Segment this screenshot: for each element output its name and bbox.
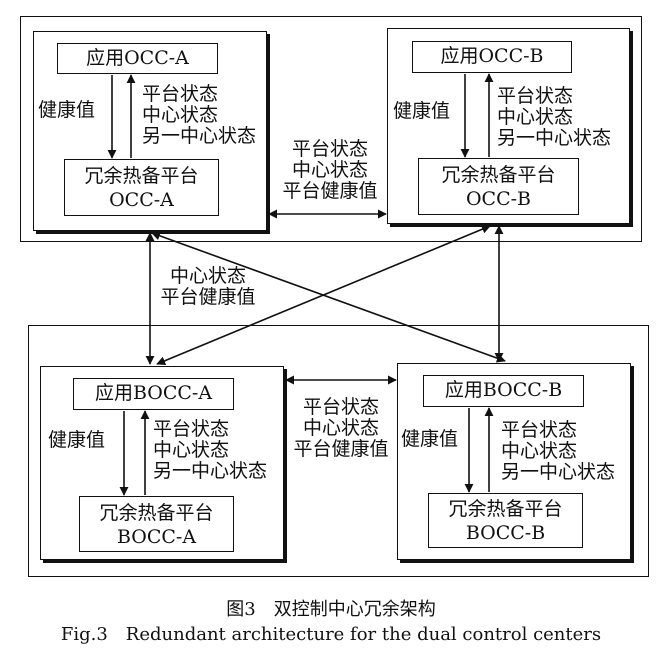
app-label-occ-b: 应用OCC-B [440,45,544,67]
bottom-link-labels: 平台状态 中心状态 平台健康值 [284,397,398,460]
status-labels-bocc-b: 平台状态 中心状态 另一中心状态 [501,420,615,483]
link-label: 平台状态 [302,396,379,418]
top-link-labels: 平台状态 中心状态 平台健康值 [273,139,387,202]
status-label: 另一中心状态 [142,125,257,147]
app-box-bocc-a: 应用BOCC-A [73,378,234,410]
status-labels-occ-a: 平台状态 中心状态 另一中心状态 [142,84,256,147]
app-box-occ-a: 应用OCC-A [57,43,218,74]
health-label-occ-a: 健康值 [38,99,96,121]
link-occ-a-bocc-b [151,231,506,363]
platform-label-occ-b-line2: OCC-B [465,188,532,210]
health-label-bocc-b: 健康值 [401,428,459,450]
app-box-bocc-b: 应用BOCC-B [423,375,584,407]
platform-label-occ-b-line1: 冗余热备平台 [441,164,556,186]
status-label: 平台状态 [501,419,578,441]
app-label-bocc-a: 应用BOCC-A [94,382,213,404]
status-label: 另一中心状态 [153,460,268,482]
platform-label-bocc-b-line2: BOCC-B [465,522,546,544]
link-label: 中心状态 [291,159,368,181]
status-label: 平台状态 [497,85,574,107]
platform-label-bocc-a-line1: 冗余热备平台 [99,502,214,524]
health-label-occ-b: 健康值 [393,100,451,122]
platform-box-occ-b: 冗余热备平台 OCC-B [418,158,579,215]
figure-caption-zh: 图3 双控制中心冗余架构 [226,599,436,620]
platform-box-occ-a: 冗余热备平台 OCC-A [64,159,219,216]
app-box-occ-b: 应用OCC-B [412,41,572,73]
link-label: 平台健康值 [293,438,389,460]
status-label: 另一中心状态 [501,461,616,483]
status-label: 中心状态 [497,106,574,128]
link-occ-b-bocc-a [156,224,491,366]
link-label: 平台状态 [291,138,368,160]
status-label: 平台状态 [142,83,219,105]
link-label: 中心状态 [302,417,379,439]
status-label: 中心状态 [501,440,578,462]
platform-label-occ-a-line2: OCC-A [109,189,174,211]
status-labels-occ-b: 平台状态 中心状态 另一中心状态 [497,86,611,149]
platform-label-occ-a-line1: 冗余热备平台 [84,165,199,187]
figure-caption-en: Fig.3 Redundant architecture for the dua… [60,624,602,645]
status-labels-bocc-a: 平台状态 中心状态 另一中心状态 [153,419,267,482]
link-label: 平台健康值 [282,180,378,202]
platform-box-bocc-b: 冗余热备平台 BOCC-B [428,493,583,548]
platform-label-bocc-b-line1: 冗余热备平台 [448,498,563,520]
health-label-bocc-a: 健康值 [48,429,106,451]
platform-label-bocc-a-line2: BOCC-A [116,526,197,548]
status-label: 平台状态 [153,418,230,440]
status-label: 中心状态 [153,439,230,461]
platform-box-bocc-a: 冗余热备平台 BOCC-A [79,496,234,552]
status-label: 另一中心状态 [497,127,612,149]
status-label: 中心状态 [142,104,219,126]
app-label-occ-a: 应用OCC-A [86,47,189,69]
app-label-bocc-b: 应用BOCC-B [444,379,563,401]
